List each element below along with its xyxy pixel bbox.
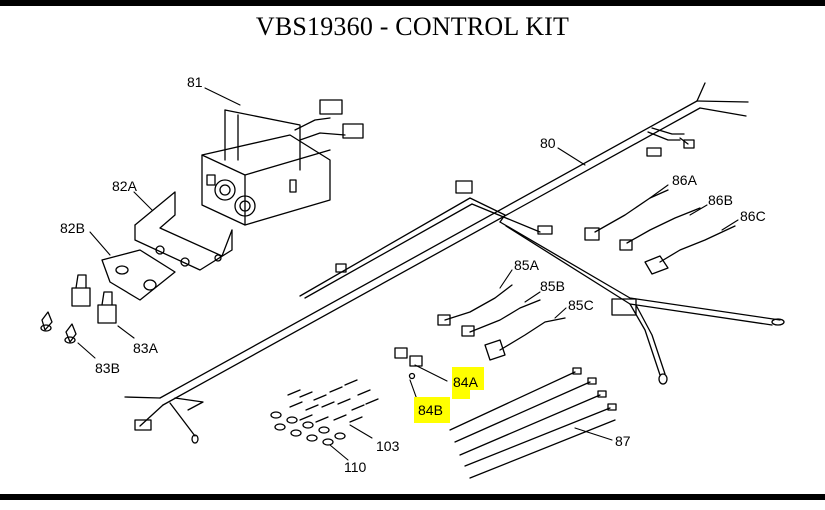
callout-84b: 84B: [418, 402, 443, 418]
page-title: VBS19360 - CONTROL KIT: [255, 12, 570, 41]
harness-80: [124, 82, 785, 444]
callout-103: 103: [376, 438, 400, 454]
callout-80: 80: [540, 135, 556, 151]
boots-83b: [40, 311, 77, 344]
bracket-82a: [134, 191, 233, 271]
plate-82b: [101, 249, 176, 301]
callout-82a: 82A: [112, 178, 137, 194]
bottom-border: [0, 494, 825, 500]
leads-85: [437, 284, 566, 361]
callout-86a: 86A: [672, 172, 697, 188]
callout-87: 87: [615, 433, 631, 449]
callout-86c: 86C: [740, 208, 766, 224]
callout-85a: 85A: [514, 257, 539, 273]
callout-85b: 85B: [540, 278, 565, 294]
callout-83b: 83B: [95, 360, 120, 376]
leader-lines: [77, 87, 739, 461]
hardware-103-110: [270, 379, 379, 446]
highlight-84: [414, 367, 484, 423]
switches-83a: [71, 274, 117, 324]
callout-82b: 82B: [60, 220, 85, 236]
control-box-81: [201, 99, 364, 226]
callout-85c: 85C: [568, 297, 594, 313]
leads-86: [584, 189, 736, 275]
callout-84a: 84A: [453, 374, 478, 390]
callout-83a: 83A: [133, 340, 158, 356]
cable-ties-87: [449, 367, 617, 479]
top-border: [0, 0, 825, 6]
callout-110: 110: [344, 459, 367, 475]
callout-86b: 86B: [708, 192, 733, 208]
callout-81: 81: [187, 74, 203, 90]
